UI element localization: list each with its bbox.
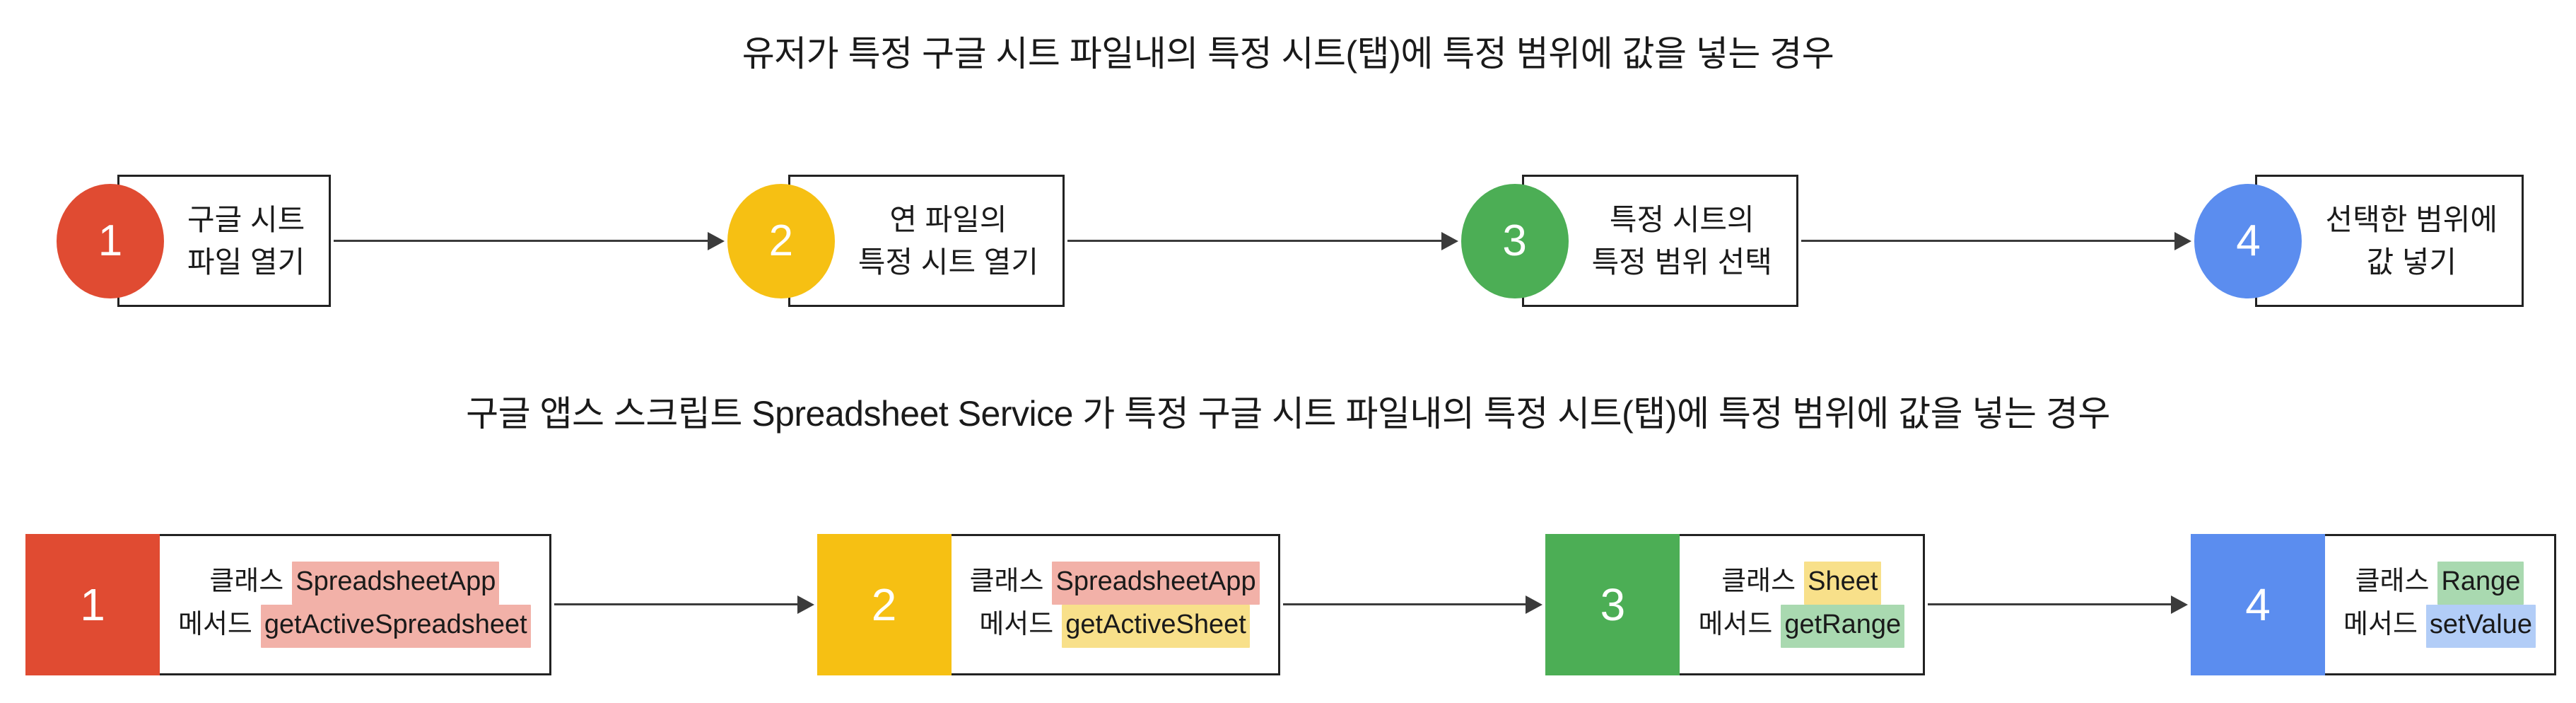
step-box-2-line2: 특정 시트 열기 (857, 245, 1039, 279)
api-badge-square-3: 3 (1545, 534, 1680, 675)
user-flow-step-3: 3 특정 시트의 특정 범위 선택 (1460, 161, 1798, 320)
arrow-3-to-4 (1801, 231, 2192, 250)
api-box-1-class-line: 클래스 SpreadsheetApp (209, 561, 500, 605)
class-value: SpreadsheetApp (1052, 561, 1260, 605)
arrow-2-to-3 (1067, 231, 1458, 250)
class-value: Range (2437, 561, 2524, 605)
method-label: 메서드 (979, 610, 1054, 639)
api-badge-square-4: 4 (2191, 534, 2326, 675)
arrow-shaft (554, 603, 799, 605)
step-badge-circle-3: 3 (1460, 183, 1569, 298)
method-value: getRange (1781, 605, 1905, 649)
arrow-head-icon (1526, 595, 1543, 614)
api-box-3: 클래스 Sheet 메서드 getRange (1680, 534, 1926, 675)
user-flow-title: 유저가 특정 구글 시트 파일내의 특정 시트(탭)에 특정 범위에 값을 넣는… (742, 34, 1834, 74)
arrow-shaft (1928, 603, 2173, 605)
step-box-3-line1: 특정 시트의 (1609, 202, 1755, 236)
class-value: Sheet (1804, 561, 1882, 605)
api-arrow-1-to-2 (554, 595, 814, 614)
user-flow-step-1: 1 구글 시트 파일 열기 (57, 161, 332, 320)
step-badge-circle-1: 1 (57, 183, 164, 298)
step-box-2: 연 파일의 특정 시트 열기 (788, 175, 1065, 307)
api-flow-diagram: 1 클래스 SpreadsheetApp 메서드 getActiveSpread… (25, 530, 2556, 679)
arrow-head-icon (1441, 231, 1458, 250)
step-badge-circle-4: 4 (2194, 183, 2302, 298)
api-box-3-class-line: 클래스 Sheet (1721, 561, 1882, 605)
arrow-shaft (1282, 603, 1528, 605)
method-value: setValue (2425, 605, 2536, 649)
step-box-1-line1: 구글 시트 (187, 202, 305, 236)
api-flow-step-4: 4 클래스 Range 메서드 setValue (2191, 534, 2556, 675)
method-value: getActiveSpreadsheet (260, 605, 531, 649)
api-box-2: 클래스 SpreadsheetApp 메서드 getActiveSheet (951, 534, 1280, 675)
method-label: 메서드 (178, 610, 252, 639)
class-label: 클래스 (969, 566, 1044, 596)
api-flow-step-3: 3 클래스 Sheet 메서드 getRange (1545, 534, 1926, 675)
class-label: 클래스 (209, 566, 284, 596)
api-box-3-method-line: 메서드 getRange (1698, 605, 1905, 649)
api-box-4: 클래스 Range 메서드 setValue (2325, 534, 2556, 675)
user-flow-step-2: 2 연 파일의 특정 시트 열기 (727, 161, 1065, 320)
arrow-head-icon (707, 231, 725, 250)
step-box-2-line1: 연 파일의 (889, 202, 1007, 236)
api-flow-step-2: 2 클래스 SpreadsheetApp 메서드 getActiveSheet (816, 534, 1280, 675)
arrow-1-to-2 (334, 231, 725, 250)
class-label: 클래스 (2355, 566, 2430, 596)
api-box-1: 클래스 SpreadsheetApp 메서드 getActiveSpreadsh… (160, 534, 551, 675)
arrow-head-icon (797, 595, 814, 614)
method-value: getActiveSheet (1062, 605, 1250, 649)
step-box-1-line2: 파일 열기 (187, 245, 305, 279)
api-arrow-2-to-3 (1282, 595, 1543, 614)
step-badge-circle-2: 2 (727, 183, 835, 298)
class-label: 클래스 (1721, 566, 1796, 596)
step-box-4-line2: 값 넣기 (2366, 245, 2457, 279)
api-box-4-method-line: 메서드 setValue (2343, 605, 2536, 649)
api-badge-square-1: 1 (25, 534, 160, 675)
arrow-head-icon (2174, 231, 2192, 250)
api-badge-square-2: 2 (816, 534, 952, 675)
arrow-shaft (334, 239, 709, 242)
method-label: 메서드 (2343, 610, 2418, 639)
arrow-shaft (1067, 239, 1443, 242)
arrow-shaft (1801, 239, 2177, 242)
arrow-head-icon (2171, 595, 2189, 614)
api-box-2-class-line: 클래스 SpreadsheetApp (969, 561, 1260, 605)
api-box-2-method-line: 메서드 getActiveSheet (979, 605, 1250, 649)
method-label: 메서드 (1698, 610, 1773, 639)
class-value: SpreadsheetApp (292, 561, 500, 605)
step-box-4: 선택한 범위에 값 넣기 (2255, 175, 2524, 307)
step-box-3-line2: 특정 범위 선택 (1591, 245, 1772, 279)
api-box-1-method-line: 메서드 getActiveSpreadsheet (178, 605, 531, 649)
api-flow-title: 구글 앱스 스크립트 Spreadsheet Service 가 특정 구글 시… (466, 394, 2110, 434)
step-box-4-line1: 선택한 범위에 (2325, 202, 2498, 236)
user-flow-diagram: 1 구글 시트 파일 열기 2 연 파일의 특정 시트 열기 3 특정 시트의 … (57, 161, 2524, 320)
api-flow-step-1: 1 클래스 SpreadsheetApp 메서드 getActiveSpread… (25, 534, 551, 675)
api-arrow-3-to-4 (1928, 595, 2189, 614)
user-flow-step-4: 4 선택한 범위에 값 넣기 (2194, 161, 2524, 320)
api-box-4-class-line: 클래스 Range (2355, 561, 2524, 605)
